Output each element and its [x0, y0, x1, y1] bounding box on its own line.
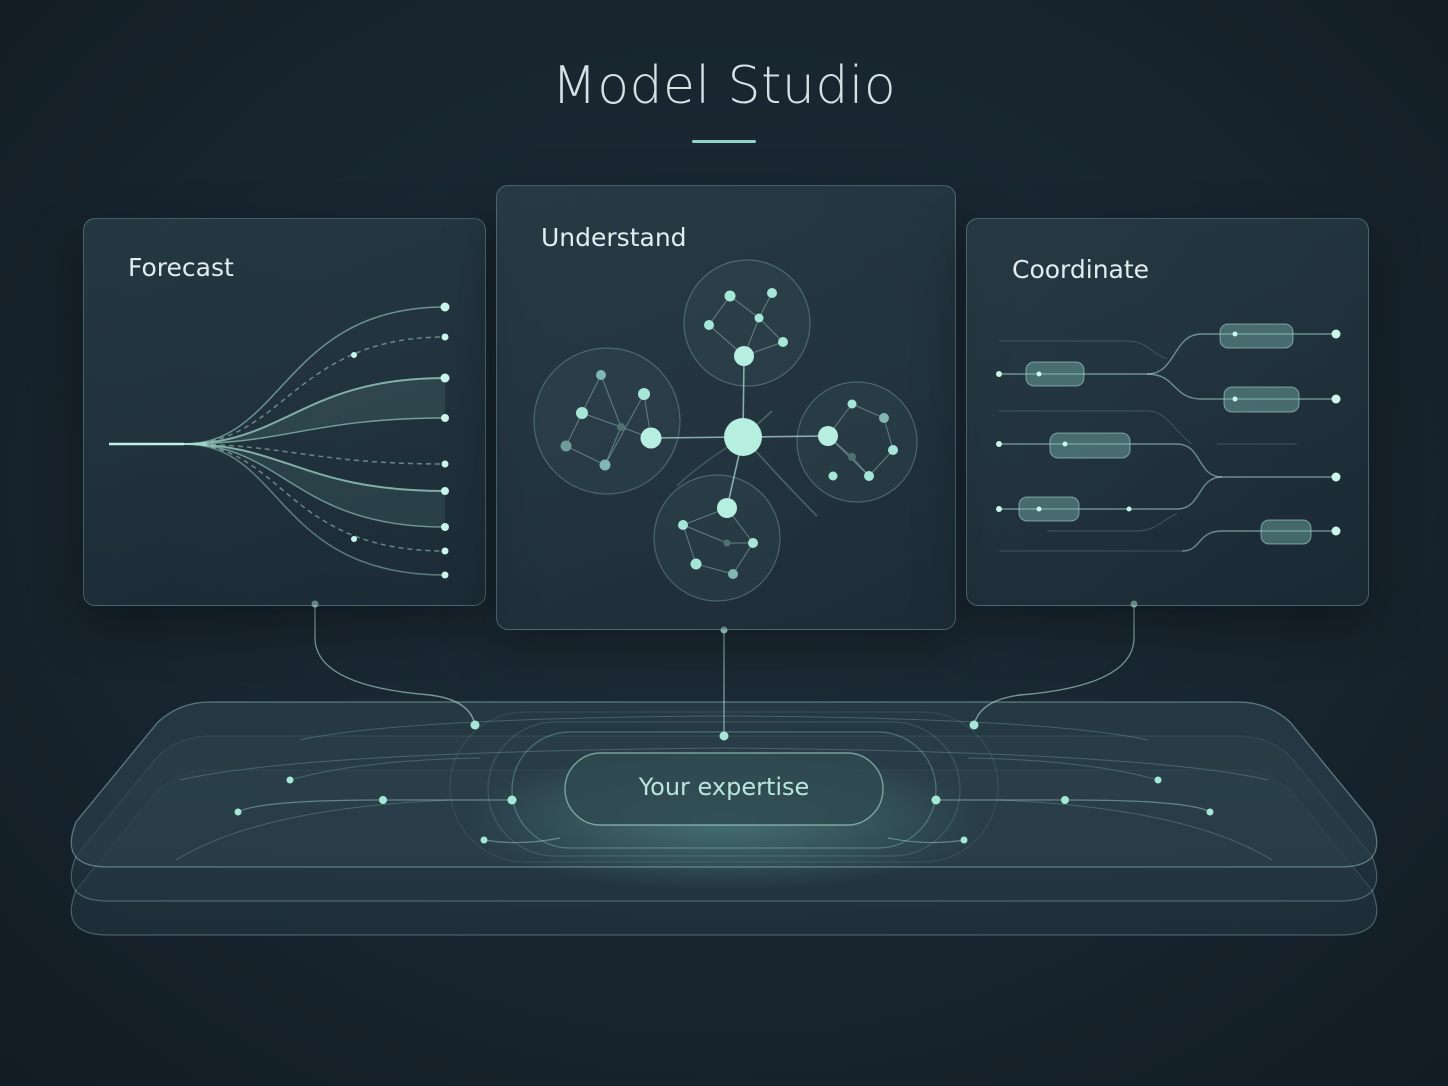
- forecast-label: Forecast: [128, 253, 234, 282]
- page-title: Model Studio: [551, 56, 897, 116]
- coordinate-label: Coordinate: [1012, 255, 1150, 284]
- understand-panel: Understand: [496, 185, 956, 630]
- coordinate-flow-lanes: [996, 323, 1341, 552]
- forecast-panel: Forecast: [83, 218, 486, 606]
- understand-label: Understand: [541, 223, 687, 252]
- expertise-label: Your expertise: [638, 773, 810, 801]
- forecast-fan-chart: [109, 302, 450, 579]
- panel-connectors: [314, 604, 1135, 736]
- title-underline: [692, 140, 756, 143]
- expertise-pill: [564, 752, 884, 826]
- base-platform: [70, 701, 1378, 936]
- understand-network-graph: [533, 259, 918, 602]
- coordinate-panel: Coordinate: [966, 218, 1369, 606]
